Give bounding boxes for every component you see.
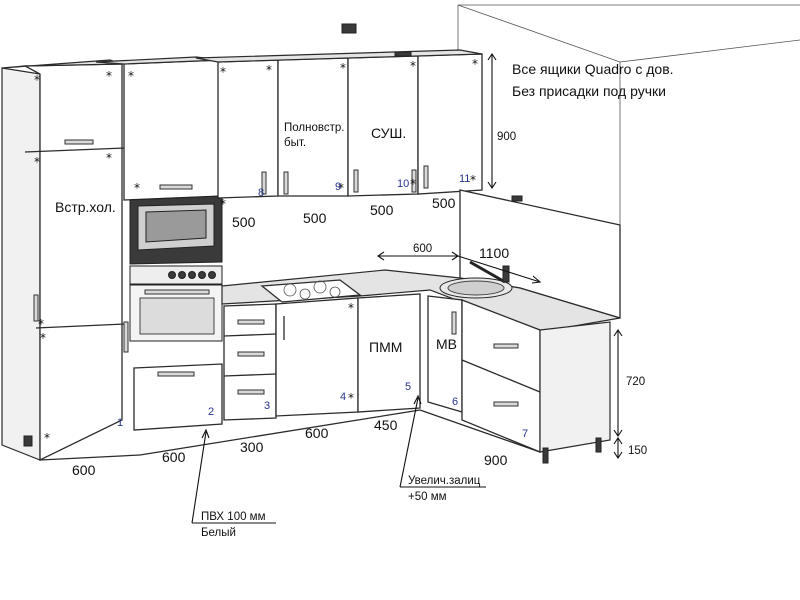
cabinet-labels: Встр.хол. Полновстр. быт. СУШ. ПММ МВ bbox=[55, 122, 457, 355]
svg-text:*: * bbox=[128, 69, 134, 83]
module-number-9: 9 bbox=[335, 181, 341, 193]
svg-text:*: * bbox=[410, 59, 416, 73]
dim-bottom-width-4: 600 bbox=[305, 425, 329, 441]
svg-text:*: * bbox=[134, 181, 140, 195]
label-dishwasher: ПММ bbox=[369, 339, 402, 355]
dim-bottom-width-6: 900 bbox=[484, 452, 508, 468]
callout-plinth-line2: Белый bbox=[201, 527, 236, 539]
dim-upper-height: 900 bbox=[497, 131, 516, 143]
module-number-2: 2 bbox=[208, 406, 214, 418]
module-numbers: 1 2 3 4 5 6 7 8 9 10 11 bbox=[117, 173, 528, 440]
dim-corner-depth: 600 bbox=[413, 243, 432, 255]
module-number-10: 10 bbox=[397, 178, 409, 190]
svg-text:*: * bbox=[410, 177, 416, 191]
module-number-4: 4 bbox=[340, 391, 346, 403]
dim-plinth-height: 150 bbox=[628, 445, 647, 457]
note-line-2: Без присадки под ручки bbox=[512, 83, 666, 99]
note-line-1: Все ящики Quadro с дов. bbox=[512, 61, 674, 77]
dim-bottom-width-1: 600 bbox=[72, 462, 96, 478]
mounting-marks: * * * * * * * * * * * * * * * * * * * * bbox=[34, 57, 478, 445]
dimension-values: 900 500 500 500 500 600 1100 720 150 600… bbox=[72, 131, 647, 478]
dim-corner-length: 1100 bbox=[479, 245, 509, 261]
label-dryer: СУШ. bbox=[371, 125, 406, 141]
dim-bottom-width-3: 300 bbox=[240, 439, 264, 455]
module-number-1: 1 bbox=[117, 417, 123, 429]
dim-bottom-width-2: 600 bbox=[162, 449, 186, 465]
wall-socket-icon bbox=[341, 23, 357, 34]
tall-fridge-cabinet bbox=[1, 59, 141, 462]
svg-text:*: * bbox=[44, 431, 50, 445]
dim-bottom-width-5: 450 bbox=[374, 417, 398, 433]
svg-text:*: * bbox=[34, 155, 40, 169]
svg-text:*: * bbox=[220, 65, 226, 79]
dimension-lines bbox=[191, 53, 623, 524]
callout-plinth-line1: ПВХ 100 мм bbox=[201, 511, 266, 523]
svg-text:*: * bbox=[472, 57, 478, 71]
svg-text:*: * bbox=[266, 63, 272, 77]
module-number-5: 5 bbox=[405, 381, 411, 393]
svg-text:*: * bbox=[470, 173, 476, 187]
module-number-6: 6 bbox=[452, 396, 458, 408]
svg-text:*: * bbox=[220, 197, 226, 211]
callouts: ПВХ 100 мм Белый Увелич.залиц +50 мм bbox=[201, 475, 481, 539]
notes: Все ящики Quadro с дов. Без присадки под… bbox=[512, 61, 674, 99]
oven-knobs-icon bbox=[168, 271, 216, 279]
dim-base-height: 720 bbox=[626, 376, 645, 388]
svg-text:*: * bbox=[34, 73, 40, 87]
label-fridge: Встр.хол. bbox=[55, 199, 116, 215]
svg-text:*: * bbox=[340, 61, 346, 75]
dim-upper-width-1: 500 bbox=[232, 214, 256, 230]
callout-apron-line2: +50 мм bbox=[408, 491, 447, 503]
module-number-3: 3 bbox=[264, 400, 270, 412]
faucet-icon bbox=[502, 265, 510, 283]
label-builtin-line2: быт. bbox=[284, 137, 306, 149]
svg-text:*: * bbox=[106, 69, 112, 83]
callout-apron-line1: Увелич.залиц bbox=[408, 475, 481, 487]
dim-upper-width-3: 500 bbox=[370, 202, 394, 218]
module-number-11: 11 bbox=[459, 173, 470, 185]
svg-text:*: * bbox=[38, 317, 44, 331]
worktop bbox=[221, 260, 621, 333]
label-microwave: МВ bbox=[436, 336, 457, 352]
base-cabinets bbox=[139, 293, 611, 464]
svg-text:*: * bbox=[106, 151, 112, 165]
svg-text:*: * bbox=[348, 391, 354, 405]
module-number-8: 8 bbox=[258, 187, 264, 199]
svg-text:*: * bbox=[338, 181, 344, 195]
label-builtin-line1: Полновстр. bbox=[284, 122, 344, 134]
oven-column bbox=[95, 56, 223, 431]
module-number-7: 7 bbox=[522, 428, 528, 440]
svg-text:*: * bbox=[40, 331, 46, 345]
upper-wall-cabinets bbox=[195, 49, 483, 199]
dim-upper-width-2: 500 bbox=[303, 210, 327, 226]
room-walls bbox=[341, 4, 800, 225]
dim-upper-width-4: 500 bbox=[432, 195, 456, 211]
svg-text:*: * bbox=[348, 301, 354, 315]
